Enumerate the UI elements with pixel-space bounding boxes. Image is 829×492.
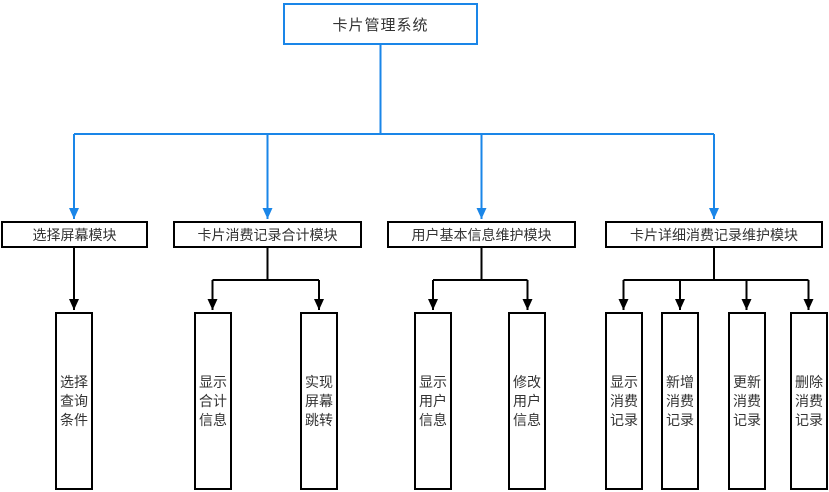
leaf-line: 删除 [795,373,823,390]
leaf-node-update-consumption-record: 更新 消费 记录 [728,312,766,490]
root-node-card-management-system: 卡片管理系统 [283,3,478,45]
leaf-line: 修改 [513,373,541,390]
leaf-line: 消费 [733,392,761,409]
leaf-line: 合计 [199,392,227,409]
module-node-user-info-maintenance: 用户基本信息维护模块 [387,221,576,248]
leaf-node-display-consumption-record: 显示 消费 记录 [605,312,643,490]
root-node-label: 卡片管理系统 [332,16,429,34]
module-node-select-screen: 选择屏幕模块 [1,221,148,248]
leaf-node-screen-jump: 实现 屏幕 跳转 [300,312,338,490]
leaf-line: 选择 [60,373,88,390]
leaf-line: 信息 [199,411,227,428]
leaf-line: 记录 [733,411,761,428]
leaf-line: 实现 [305,373,333,390]
leaf-line: 信息 [513,411,541,428]
module-node-consumption-total: 卡片消费记录合计模块 [173,221,362,248]
leaf-line: 消费 [666,392,694,409]
leaf-line: 显示 [610,373,638,390]
leaf-line: 记录 [666,411,694,428]
leaf-line: 信息 [419,411,447,428]
module-node-label: 卡片详细消费记录维护模块 [630,226,798,243]
leaf-node-select-query-conditions: 选择 查询 条件 [55,312,93,490]
leaf-line: 记录 [610,411,638,428]
module-node-label: 选择屏幕模块 [32,226,117,243]
leaf-line: 消费 [795,392,823,409]
leaf-line: 用户 [419,392,447,409]
leaf-line: 查询 [60,392,88,409]
leaf-node-display-user-info: 显示 用户 信息 [414,312,452,490]
leaf-line: 显示 [199,373,227,390]
leaf-node-modify-user-info: 修改 用户 信息 [508,312,546,490]
leaf-line: 条件 [60,411,88,428]
leaf-line: 更新 [733,373,761,390]
leaf-node-add-consumption-record: 新增 消费 记录 [661,312,699,490]
leaf-line: 显示 [419,373,447,390]
module-node-label: 卡片消费记录合计模块 [197,226,338,243]
module-node-label: 用户基本信息维护模块 [411,226,552,243]
leaf-node-display-total-info: 显示 合计 信息 [194,312,232,490]
leaf-line: 跳转 [305,411,333,428]
module-node-detailed-record-maintenance: 卡片详细消费记录维护模块 [605,221,823,248]
leaf-line: 新增 [666,373,694,390]
leaf-line: 用户 [513,392,541,409]
leaf-line: 记录 [795,411,823,428]
leaf-line: 屏幕 [305,392,333,409]
black-connector-group [69,248,814,310]
blue-connector-group [69,45,719,219]
leaf-line: 消费 [610,392,638,409]
leaf-node-delete-consumption-record: 删除 消费 记录 [790,312,828,490]
